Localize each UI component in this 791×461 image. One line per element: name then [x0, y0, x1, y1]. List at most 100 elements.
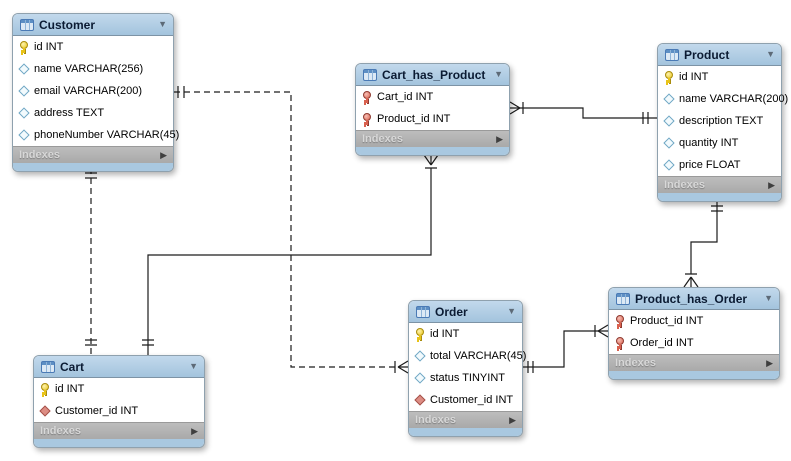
table-title: Customer — [39, 17, 96, 32]
table-icon — [41, 360, 55, 373]
expand-icon[interactable]: ▶ — [496, 133, 503, 144]
expand-icon[interactable]: ▶ — [766, 357, 773, 368]
column-row: name VARCHAR(200) — [658, 88, 788, 110]
relationship-customer-order[interactable] — [174, 86, 409, 374]
table-icon — [363, 68, 377, 81]
column-row: total VARCHAR(45) — [409, 345, 526, 367]
column-row: id INT — [409, 323, 522, 345]
expand-icon[interactable]: ▶ — [509, 414, 516, 425]
column-row: Order_id INT — [609, 332, 779, 354]
foreign-key-icon — [414, 393, 426, 407]
indexes-section[interactable]: Indexes ▶ — [409, 411, 522, 428]
table-cart-has-product-header[interactable]: Cart_has_Product ▼ — [356, 64, 509, 86]
table-bottom-strip — [13, 163, 173, 171]
column-icon — [18, 128, 30, 142]
column-icon — [663, 92, 675, 106]
table-icon — [616, 292, 630, 305]
table-title: Product_has_Order — [635, 291, 748, 306]
table-cart[interactable]: Cart ▼ id INT Customer_id INT Indexes ▶ — [33, 355, 205, 448]
collapse-icon[interactable]: ▼ — [189, 361, 198, 371]
relationship-carthasproduct-product[interactable] — [509, 101, 657, 124]
column-icon — [663, 114, 675, 128]
table-product-header[interactable]: Product ▼ — [658, 44, 781, 66]
collapse-icon[interactable]: ▼ — [766, 49, 775, 59]
column-row: address TEXT — [13, 102, 173, 124]
column-row: Customer_id INT — [409, 389, 522, 411]
table-title: Cart — [60, 359, 85, 374]
table-product-has-order[interactable]: Product_has_Order ▼ Product_id INT Order… — [608, 287, 780, 380]
indexes-label: Indexes — [415, 414, 456, 426]
table-title: Order — [435, 304, 468, 319]
collapse-icon[interactable]: ▼ — [494, 69, 503, 79]
column-icon — [414, 371, 426, 385]
table-bottom-strip — [658, 193, 781, 201]
column-row: Cart_id INT — [356, 86, 509, 108]
primary-key-icon — [663, 70, 675, 84]
table-customer[interactable]: Customer ▼ id INT name VARCHAR(256) emai… — [12, 13, 179, 172]
table-bottom-strip — [34, 439, 204, 447]
collapse-icon[interactable]: ▼ — [764, 293, 773, 303]
table-cart-has-product[interactable]: Cart_has_Product ▼ Cart_id INT Product_i… — [355, 63, 510, 156]
table-cart-header[interactable]: Cart ▼ — [34, 356, 204, 378]
column-icon — [18, 106, 30, 120]
column-icon — [663, 158, 675, 172]
indexes-label: Indexes — [362, 133, 403, 145]
table-icon — [20, 18, 34, 31]
table-icon — [416, 305, 430, 318]
table-product[interactable]: Product ▼ id INT name VARCHAR(200) descr… — [657, 43, 788, 202]
column-row: Customer_id INT — [34, 400, 204, 422]
indexes-section[interactable]: Indexes ▶ — [13, 146, 173, 163]
column-icon — [414, 349, 426, 363]
column-row: name VARCHAR(256) — [13, 58, 173, 80]
indexes-label: Indexes — [615, 357, 656, 369]
column-row: phoneNumber VARCHAR(45) — [13, 124, 179, 146]
primary-foreign-key-icon — [361, 112, 373, 126]
column-row: description TEXT — [658, 110, 781, 132]
column-icon — [18, 84, 30, 98]
indexes-section[interactable]: Indexes ▶ — [609, 354, 779, 371]
column-row: id INT — [658, 66, 781, 88]
expand-icon[interactable]: ▶ — [191, 425, 198, 436]
primary-key-icon — [39, 382, 51, 396]
table-title: Product — [684, 47, 730, 62]
indexes-section[interactable]: Indexes ▶ — [658, 176, 781, 193]
table-title: Cart_has_Product — [382, 67, 486, 82]
table-bottom-strip — [409, 428, 522, 436]
column-row: price FLOAT — [658, 154, 781, 176]
primary-foreign-key-icon — [614, 336, 626, 350]
table-icon — [665, 48, 679, 61]
table-product-has-order-header[interactable]: Product_has_Order ▼ — [609, 288, 779, 310]
table-bottom-strip — [356, 147, 509, 155]
collapse-icon[interactable]: ▼ — [507, 306, 516, 316]
indexes-label: Indexes — [664, 179, 705, 191]
relationship-customer-cart[interactable] — [85, 168, 97, 355]
indexes-label: Indexes — [40, 425, 81, 437]
primary-foreign-key-icon — [361, 90, 373, 104]
primary-key-icon — [414, 327, 426, 341]
table-customer-header[interactable]: Customer ▼ — [13, 14, 173, 36]
column-row: id INT — [13, 36, 173, 58]
primary-key-icon — [18, 40, 30, 54]
relationship-cart-carthasproduct[interactable] — [142, 154, 439, 355]
column-row: quantity INT — [658, 132, 781, 154]
column-icon — [18, 62, 30, 76]
column-icon — [663, 136, 675, 150]
indexes-section[interactable]: Indexes ▶ — [356, 130, 509, 147]
expand-icon[interactable]: ▶ — [768, 179, 775, 190]
relationship-product-producthasorder[interactable] — [683, 198, 723, 288]
collapse-icon[interactable]: ▼ — [158, 19, 167, 29]
expand-icon[interactable]: ▶ — [160, 149, 167, 160]
column-row: email VARCHAR(200) — [13, 80, 173, 102]
table-order[interactable]: Order ▼ id INT total VARCHAR(45) status … — [408, 300, 526, 437]
foreign-key-icon — [39, 404, 51, 418]
relationship-order-producthasorder[interactable] — [523, 324, 609, 373]
indexes-label: Indexes — [19, 149, 60, 161]
indexes-section[interactable]: Indexes ▶ — [34, 422, 204, 439]
table-bottom-strip — [609, 371, 779, 379]
column-row: id INT — [34, 378, 204, 400]
table-order-header[interactable]: Order ▼ — [409, 301, 522, 323]
column-row: Product_id INT — [356, 108, 509, 130]
primary-foreign-key-icon — [614, 314, 626, 328]
